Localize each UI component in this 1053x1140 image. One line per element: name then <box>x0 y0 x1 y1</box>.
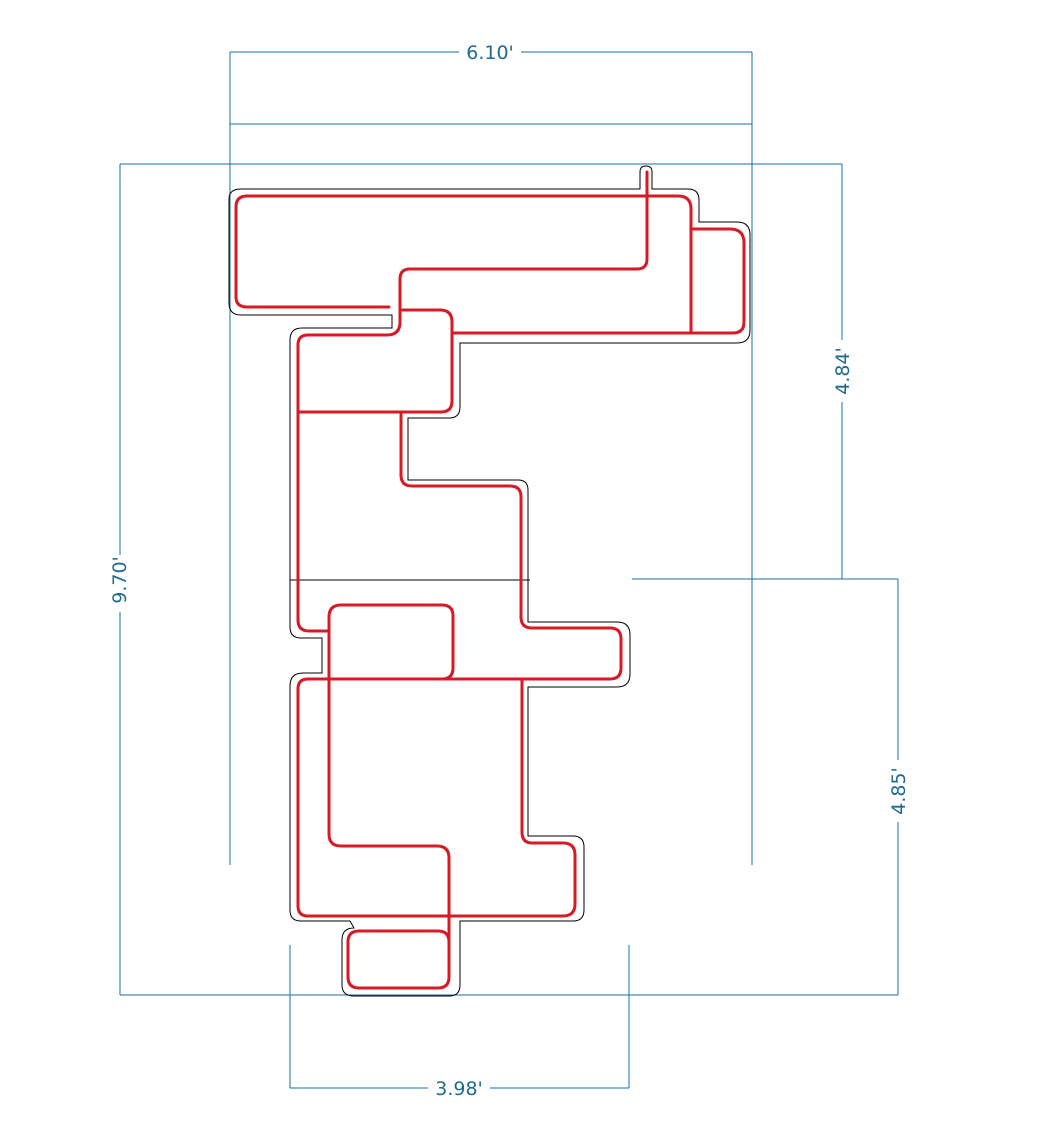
tube-lower-vertical <box>327 603 451 918</box>
tube-middle-square <box>296 308 454 414</box>
tube-top-right <box>645 194 693 335</box>
overall-width-label: 6.10' <box>466 42 514 64</box>
neon-tubing <box>234 170 746 990</box>
dimension-lines <box>119 51 899 1089</box>
tube-right-box <box>451 227 746 335</box>
backing-outline <box>228 165 751 997</box>
lower-height-label: 4.85' <box>888 767 910 815</box>
tube-top-bar <box>234 194 649 309</box>
tube-lower-box <box>339 603 455 681</box>
outline-top <box>228 165 751 997</box>
tube-bottom-tab <box>346 914 451 990</box>
tube-top-section <box>296 170 649 633</box>
overall-height-label: 9.70' <box>109 556 131 604</box>
tube-right-stair <box>296 410 623 918</box>
upper-height-label: 4.84' <box>832 347 854 395</box>
bottom-width-label: 3.98' <box>435 1078 483 1100</box>
